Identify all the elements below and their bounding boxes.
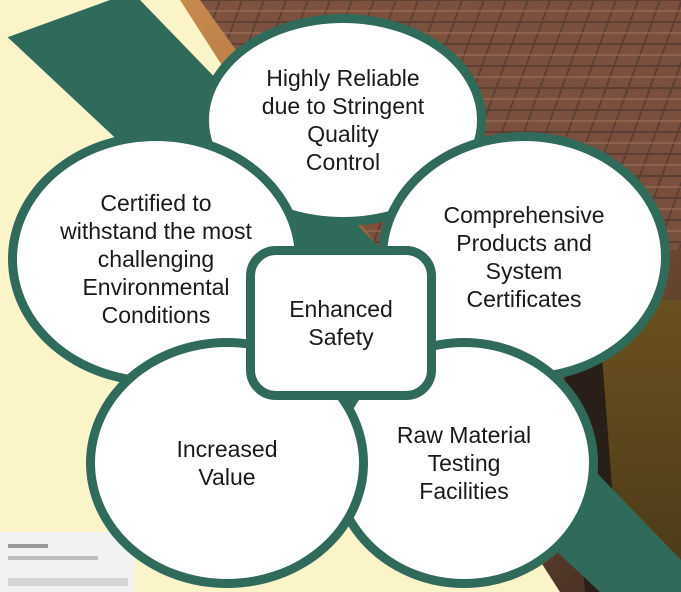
label-line: Products and [456, 230, 592, 256]
label-line: Comprehensive [443, 202, 605, 228]
node-raw-material-testing-label: Raw Material Testing Facilities [397, 421, 531, 505]
label-line: Certificates [466, 286, 582, 312]
document-thumbnail [0, 532, 135, 592]
label-line: Increased [176, 436, 278, 462]
node-environmental-conditions: Certified to withstand the most challeng… [8, 132, 304, 386]
label-line: Quality [307, 121, 379, 147]
node-enhanced-safety: Enhanced Safety [246, 246, 436, 400]
node-quality-control-label: Highly Reliable due to Stringent Quality… [262, 64, 424, 176]
node-environmental-conditions-label: Certified to withstand the most challeng… [60, 189, 252, 329]
label-line: withstand the most [60, 218, 252, 244]
node-certificates: Comprehensive Products and System Certif… [378, 132, 670, 382]
label-line: Testing [427, 450, 501, 476]
label-line: due to Stringent [261, 93, 425, 119]
label-line: Raw Material [396, 422, 532, 448]
node-enhanced-safety-label: Enhanced Safety [289, 295, 393, 351]
label-line: Certified to [100, 190, 212, 216]
label-line: challenging [97, 246, 215, 272]
node-certificates-label: Comprehensive Products and System Certif… [443, 201, 604, 313]
label-line: Facilities [419, 478, 509, 504]
label-line: Conditions [101, 302, 211, 328]
label-line: System [485, 258, 563, 284]
label-line: Environmental [82, 274, 230, 300]
label-line: Enhanced [289, 296, 393, 322]
label-line: Safety [308, 324, 374, 350]
label-line: Value [198, 464, 256, 490]
node-increased-value-label: Increased Value [176, 435, 277, 491]
label-line: Control [305, 149, 381, 175]
label-line: Highly Reliable [266, 65, 420, 91]
